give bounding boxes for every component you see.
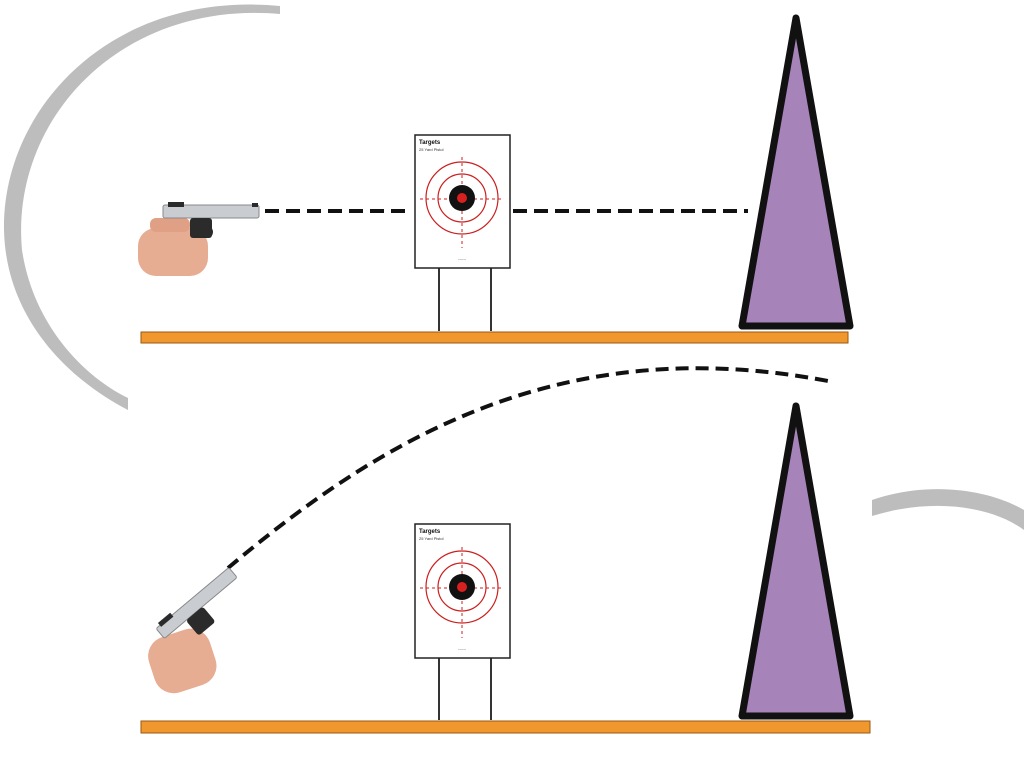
- trajectory-arc: [226, 366, 829, 570]
- ground-strip: [140, 720, 871, 734]
- paper-target-icon: Targets 25 Yard Pistol ------: [414, 523, 511, 659]
- backstop-berm-icon: [738, 14, 854, 330]
- target-subtitle: 25 Yard Pistol: [419, 147, 444, 152]
- ground-strip: [140, 331, 849, 344]
- pistol-in-hand-icon: [148, 567, 237, 694]
- panel-level-shot: Targets 25 Yard Pistol ------: [138, 14, 854, 344]
- target-brand: Targets: [419, 140, 441, 146]
- backstop-berm-icon: [738, 402, 854, 720]
- target-footer: ------: [458, 256, 467, 261]
- target-footer: ------: [458, 646, 467, 651]
- decorative-swoosh-right: [872, 489, 1024, 530]
- pistol-in-hand-icon: [138, 202, 260, 276]
- target-subtitle: 25 Yard Pistol: [419, 536, 444, 541]
- paper-target-icon: Targets 25 Yard Pistol ------: [414, 134, 511, 269]
- target-brand: Targets: [419, 529, 441, 535]
- panel-angled-shot: Targets 25 Yard Pistol ------: [140, 366, 871, 734]
